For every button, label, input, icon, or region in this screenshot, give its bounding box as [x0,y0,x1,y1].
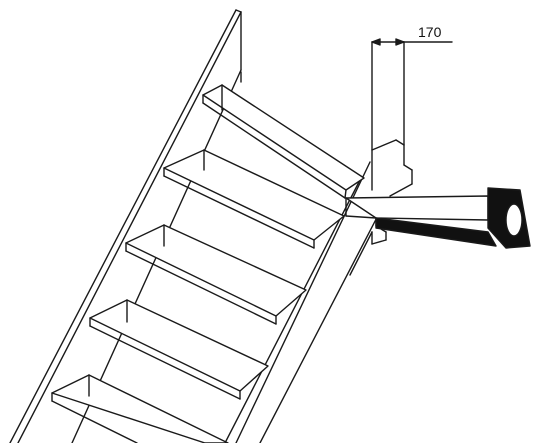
stair-tread-1 [202,71,365,199]
stair-tread-4 [89,299,269,400]
stair-tread-5 [51,374,229,443]
left-stringer [9,9,242,443]
dimension-annotation [371,38,453,151]
stair-tread-3 [125,224,307,325]
dimension-label: 170 [418,24,442,40]
stair-tread-2 [163,149,345,249]
hand-saw-icon [345,187,531,249]
stair-risers [88,84,223,397]
